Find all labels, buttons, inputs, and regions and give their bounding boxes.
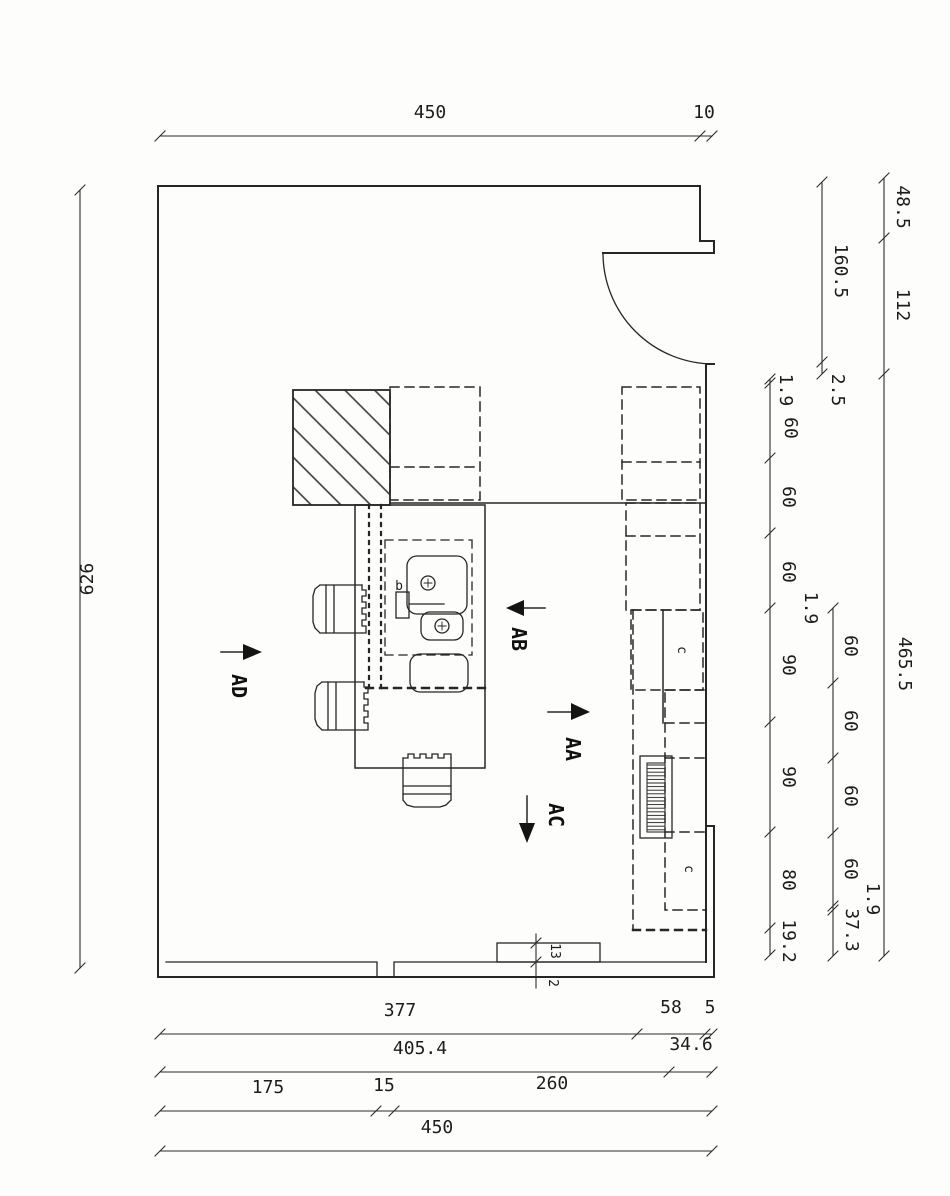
dim-chain-right-inner: 160.5 2.5 xyxy=(816,176,851,407)
section-marker-ab: AB xyxy=(506,600,546,651)
sink-basin-main xyxy=(406,555,468,615)
dim-label: 112 xyxy=(892,289,913,322)
right-cabinets: c c xyxy=(621,386,708,932)
section-marker-ad: AD xyxy=(220,644,262,698)
dim-label: 34.6 xyxy=(669,1034,712,1055)
dim-label: 60 xyxy=(840,635,861,657)
dim-chain-bottom-3: 175 15 260 xyxy=(154,1073,718,1117)
stool-left-lower xyxy=(314,681,369,731)
dim-label: 2 xyxy=(545,979,560,987)
dim-chain-bottom-2: 405.4 34.6 xyxy=(154,1034,718,1078)
dim-label: 450 xyxy=(414,102,447,123)
section-label-aa: AA xyxy=(561,737,585,761)
dim-chain-bottom-4: 450 xyxy=(154,1117,718,1157)
dim-label: 90 xyxy=(778,654,799,676)
stool-left-upper xyxy=(312,584,367,634)
sink-drain-small xyxy=(434,618,450,634)
dim-chain-right-b: 1.9 60 60 60 60 1.9 37.3 xyxy=(800,592,883,962)
sink-basin-small xyxy=(420,611,464,641)
faucet xyxy=(395,591,410,619)
dim-chain-right-a: 1.9 60 60 60 90 90 80 19.2 xyxy=(764,373,801,963)
wall-cabinets-left xyxy=(389,386,481,501)
dim-label: 19.2 xyxy=(778,919,799,962)
outer-walls xyxy=(157,185,715,978)
section-label-ad: AD xyxy=(227,674,251,698)
sink-unit xyxy=(395,555,469,693)
dim-chain-bottom-1: 377 58 5 xyxy=(154,997,718,1040)
dim-label: 450 xyxy=(421,1117,454,1138)
dim-label: 13 xyxy=(547,943,562,959)
sill-element: 13 2 xyxy=(496,933,601,989)
cabinet-label-c-upper: c xyxy=(674,646,689,654)
dim-label: 60 xyxy=(778,561,799,583)
dim-label: 48.5 xyxy=(892,185,913,228)
dim-label: 626 xyxy=(77,563,98,596)
dim-chain-right-outer: 48.5 112 465.5 xyxy=(878,172,915,962)
sink-drain-main xyxy=(420,575,436,591)
dim-label: 5 xyxy=(705,997,716,1018)
dim-label: 2.5 xyxy=(827,374,848,407)
dim-label: 37.3 xyxy=(841,908,862,951)
entry-door xyxy=(602,252,715,365)
door-swing-arc xyxy=(602,252,715,365)
right-wall-bottom-step xyxy=(705,825,715,978)
dim-label: 465.5 xyxy=(894,637,915,691)
dim-label: 80 xyxy=(778,869,799,891)
dim-chain-top: 450 10 xyxy=(154,102,718,142)
section-label-ac: AC xyxy=(544,803,568,827)
right-wall xyxy=(705,363,715,963)
dim-label: 377 xyxy=(384,1000,417,1021)
dim-label: 15 xyxy=(373,1075,395,1096)
dim-label: 1.9 xyxy=(862,883,883,916)
section-marker-ac: AC xyxy=(519,795,568,843)
dim-label: 405.4 xyxy=(393,1038,447,1059)
dim-label: 260 xyxy=(536,1073,569,1094)
stool-bottom xyxy=(402,753,452,808)
dim-label: 1.9 xyxy=(800,592,821,625)
right-wall-top-step xyxy=(699,185,715,254)
hatched-column xyxy=(292,389,391,506)
cabinet-label-c-lower: c xyxy=(681,865,696,873)
dim-label: 60 xyxy=(840,858,861,880)
section-marker-aa: AA xyxy=(547,703,590,761)
dim-label: 60 xyxy=(840,785,861,807)
dim-label: 175 xyxy=(252,1077,285,1098)
dim-label: 58 xyxy=(660,997,682,1018)
bottom-wall-inner xyxy=(165,961,707,978)
dim-label: 60 xyxy=(780,417,801,439)
section-label-ab: AB xyxy=(507,627,531,651)
sink-label-b: b xyxy=(395,579,403,594)
dim-label: 60 xyxy=(778,486,799,508)
dim-label: 1.9 xyxy=(775,374,796,407)
dim-label: 90 xyxy=(778,766,799,788)
dim-chain-left: 626 xyxy=(74,184,98,974)
dim-label: 60 xyxy=(840,710,861,732)
dim-label: 10 xyxy=(693,102,715,123)
cooktop xyxy=(639,755,673,839)
dim-label: 160.5 xyxy=(830,244,851,298)
sink-drainboard xyxy=(409,653,469,693)
kitchen-island xyxy=(354,503,487,769)
